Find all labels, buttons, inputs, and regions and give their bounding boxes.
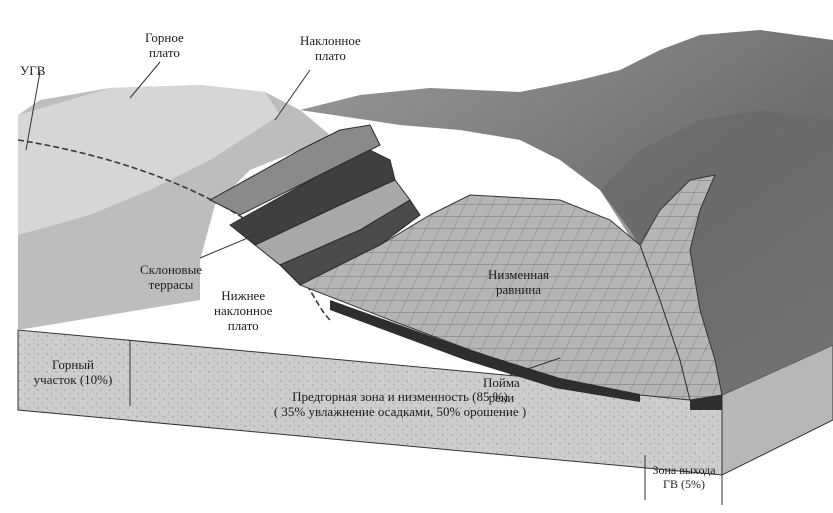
zone-groundwater-line2: ГВ (5%) [648, 477, 720, 491]
label-lower-sloping-plateau: Нижнее наклонное плато [214, 288, 272, 333]
label-ugv-text: УГВ [20, 63, 45, 78]
zone-mountain-line2: участок (10%) [18, 372, 128, 387]
zone-foothill-line2: ( 35% увлажнение осадками, 50% орошение … [190, 404, 610, 419]
zone-foothill-label: Предгорная зона и низменность (85 %) ( 3… [190, 389, 610, 419]
label-slope-terraces: Склоновые террасы [140, 262, 202, 292]
zone-groundwater-label: Зона выхода ГВ (5%) [648, 463, 720, 491]
label-lowland-plain-line1: Низменная [488, 267, 549, 282]
label-lower-sloping-plateau-line1: Нижнее [214, 288, 272, 303]
label-sloping-plateau: Наклонное плато [300, 33, 361, 63]
zone-groundwater-line1: Зона выхода [648, 463, 720, 477]
label-mountain-plateau-line2: плато [145, 45, 184, 60]
label-sloping-plateau-line2: плато [300, 48, 361, 63]
label-lower-sloping-plateau-line2: наклонное [214, 303, 272, 318]
label-mountain-plateau-line1: Горное [145, 30, 184, 45]
label-slope-terraces-line2: террасы [140, 277, 202, 292]
label-sloping-plateau-line1: Наклонное [300, 33, 361, 48]
zone-foothill-line1: Предгорная зона и низменность (85 %) [190, 389, 610, 404]
zone-mountain-line1: Горный [18, 357, 128, 372]
label-lower-sloping-plateau-line3: плато [214, 318, 272, 333]
label-mountain-plateau: Горное плато [145, 30, 184, 60]
label-lowland-plain: Низменная равнина [488, 267, 549, 297]
label-ugv: УГВ [20, 63, 45, 78]
label-floodplain-line1: Пойма [483, 375, 520, 390]
label-lowland-plain-line2: равнина [488, 282, 549, 297]
label-slope-terraces-line1: Склоновые [140, 262, 202, 277]
zone-mountain-label: Горный участок (10%) [18, 357, 128, 387]
